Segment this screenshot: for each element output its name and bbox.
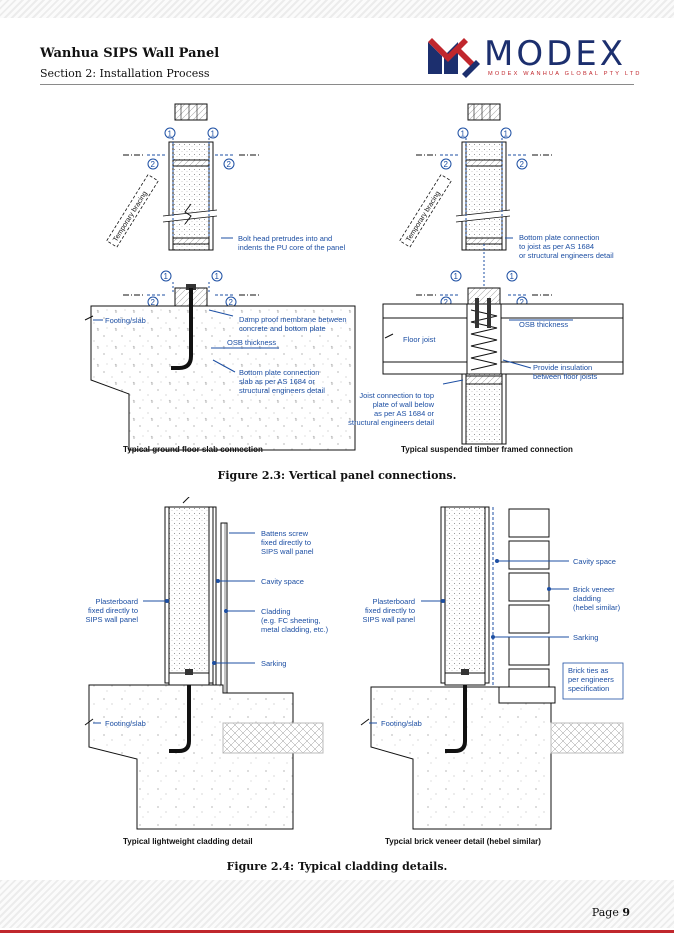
svg-text:2: 2 (520, 160, 525, 169)
svg-text:plate of wall below: plate of wall below (373, 400, 435, 409)
header-divider (40, 84, 634, 85)
svg-text:1: 1 (461, 130, 466, 139)
svg-text:Joist connection to top: Joist connection to top (359, 391, 434, 400)
figure-vertical-panel-connections: 1 1 2 2 Temporary bracing Bolt head pret… (83, 98, 626, 460)
top-hatch-band (0, 0, 674, 18)
svg-text:Plasterboard: Plasterboard (95, 597, 138, 606)
svg-text:cladding: cladding (573, 594, 601, 603)
vertical-connections-drawing: 1 1 2 2 Temporary bracing Bolt head pret… (84, 103, 624, 454)
svg-text:2: 2 (229, 298, 234, 307)
svg-text:SIPS wall panel: SIPS wall panel (85, 615, 138, 624)
svg-text:Sarking: Sarking (261, 659, 286, 668)
svg-text:OSB thickness: OSB thickness (227, 338, 276, 347)
figure-2-3-caption: Figure 2.3: Vertical panel connections. (217, 469, 457, 482)
svg-text:structural engineers detail: structural engineers detail (348, 418, 434, 427)
svg-text:1: 1 (211, 130, 216, 139)
svg-text:specification: specification (568, 684, 609, 693)
svg-text:1: 1 (215, 272, 220, 281)
svg-text:Bottom plate connection: Bottom plate connection (519, 233, 599, 242)
svg-text:Floor joist: Floor joist (403, 335, 436, 344)
svg-text:metal cladding, etc.): metal cladding, etc.) (261, 625, 329, 634)
svg-text:Sarking: Sarking (573, 633, 598, 642)
svg-text:SIPS wall panel: SIPS wall panel (362, 615, 415, 624)
svg-text:slab as per AS 1684 or: slab as per AS 1684 or (239, 377, 315, 386)
svg-text:fixed directly to: fixed directly to (365, 606, 415, 615)
figure-2-4-caption: Figure 2.4: Typical cladding details. (226, 860, 448, 873)
svg-text:Typcial brick veneer detail (h: Typcial brick veneer detail (hebel simil… (385, 837, 541, 846)
svg-text:OSB thickness: OSB thickness (519, 320, 568, 329)
svg-text:1: 1 (510, 272, 515, 281)
svg-text:per engineers: per engineers (568, 675, 614, 684)
svg-text:2: 2 (444, 160, 449, 169)
svg-text:Typical lightweight cladding d: Typical lightweight cladding detail (123, 837, 253, 846)
left-slab-connection-drawing: 1 1 2 2 Temporary bracing Bolt head pret… (84, 103, 356, 454)
cladding-details-drawing: Footing/slab Battens screw fixed directl… (84, 492, 624, 846)
svg-text:2: 2 (151, 298, 156, 307)
svg-text:2: 2 (520, 298, 525, 307)
svg-text:(hebel similar): (hebel similar) (573, 603, 621, 612)
svg-text:fixed directly to: fixed directly to (88, 606, 138, 615)
page-label: Page (591, 906, 619, 919)
svg-text:1: 1 (454, 272, 459, 281)
logo-wordmark: MODEX (484, 34, 627, 74)
svg-text:Cavity space: Cavity space (261, 577, 304, 586)
svg-text:Cladding: Cladding (261, 607, 291, 616)
svg-text:2: 2 (227, 160, 232, 169)
svg-text:Typical suspended timber frame: Typical suspended timber framed connecti… (401, 445, 573, 454)
svg-text:Temporary bracing: Temporary bracing (112, 190, 149, 243)
document-title: Wanhua SIPS Wall Panel (40, 46, 220, 61)
svg-text:2: 2 (151, 160, 156, 169)
modex-emblem-icon (428, 38, 480, 78)
svg-text:1: 1 (504, 130, 509, 139)
page-number: Page 9 (592, 906, 630, 919)
right-timber-connection-drawing: 1 1 2 2 Temporary bracing Bottom plate c… (348, 103, 624, 454)
svg-text:1: 1 (168, 130, 173, 139)
svg-text:Cavity space: Cavity space (573, 557, 616, 566)
svg-text:indents the PU core of the pan: indents the PU core of the panel (238, 243, 345, 252)
svg-text:Brick veneer: Brick veneer (573, 585, 615, 594)
svg-text:between floor joists: between floor joists (533, 372, 597, 381)
svg-text:Bolt head pretrudes into and: Bolt head pretrudes into and (238, 234, 332, 243)
right-brick-veneer-drawing: Footing/slab Cavity space Brick veneer c… (360, 506, 624, 846)
svg-text:Bottom plate connection: Bottom plate connection (239, 368, 319, 377)
svg-text:concrete and bottom plate: concrete and bottom plate (239, 324, 326, 333)
svg-text:1: 1 (164, 272, 169, 281)
svg-text:SIPS wall panel: SIPS wall panel (261, 547, 314, 556)
svg-text:Temporary bracing: Temporary bracing (405, 190, 442, 243)
page-number-value: 9 (622, 906, 630, 919)
svg-text:Provide insulation: Provide insulation (533, 363, 592, 372)
modex-logo: MODEX MODEX WANHUA GLOBAL PTY LTD (424, 34, 639, 82)
footer-red-line (0, 930, 674, 933)
logo-tagline: MODEX WANHUA GLOBAL PTY LTD (488, 71, 642, 77)
svg-text:as per AS 1684 or: as per AS 1684 or (374, 409, 435, 418)
svg-text:Footing/slab: Footing/slab (105, 316, 146, 325)
svg-text:Typical ground floor slab conn: Typical ground floor slab connection (123, 445, 263, 454)
svg-text:fixed directly to: fixed directly to (261, 538, 311, 547)
bottom-hatch-band (0, 880, 674, 928)
svg-text:2: 2 (444, 298, 449, 307)
svg-text:Brick ties as: Brick ties as (568, 666, 609, 675)
figure-cladding-details: Footing/slab Battens screw fixed directl… (83, 492, 626, 849)
svg-text:Footing/slab: Footing/slab (381, 719, 422, 728)
svg-text:structural engineers detail: structural engineers detail (239, 386, 325, 395)
svg-text:Footing/slab: Footing/slab (105, 719, 146, 728)
svg-text:Plasterboard: Plasterboard (372, 597, 415, 606)
section-subtitle: Section 2: Installation Process (40, 67, 210, 80)
svg-text:Damp proof membrane between: Damp proof membrane between (239, 315, 347, 324)
svg-text:or structural engineers detail: or structural engineers detail (519, 251, 614, 260)
left-lightweight-cladding-drawing: Footing/slab Battens screw fixed directl… (84, 492, 329, 846)
svg-text:Battens screw: Battens screw (261, 529, 309, 538)
svg-text:(e.g. FC sheeting,: (e.g. FC sheeting, (261, 616, 321, 625)
svg-text:to joist as per AS 1684: to joist as per AS 1684 (519, 242, 594, 251)
